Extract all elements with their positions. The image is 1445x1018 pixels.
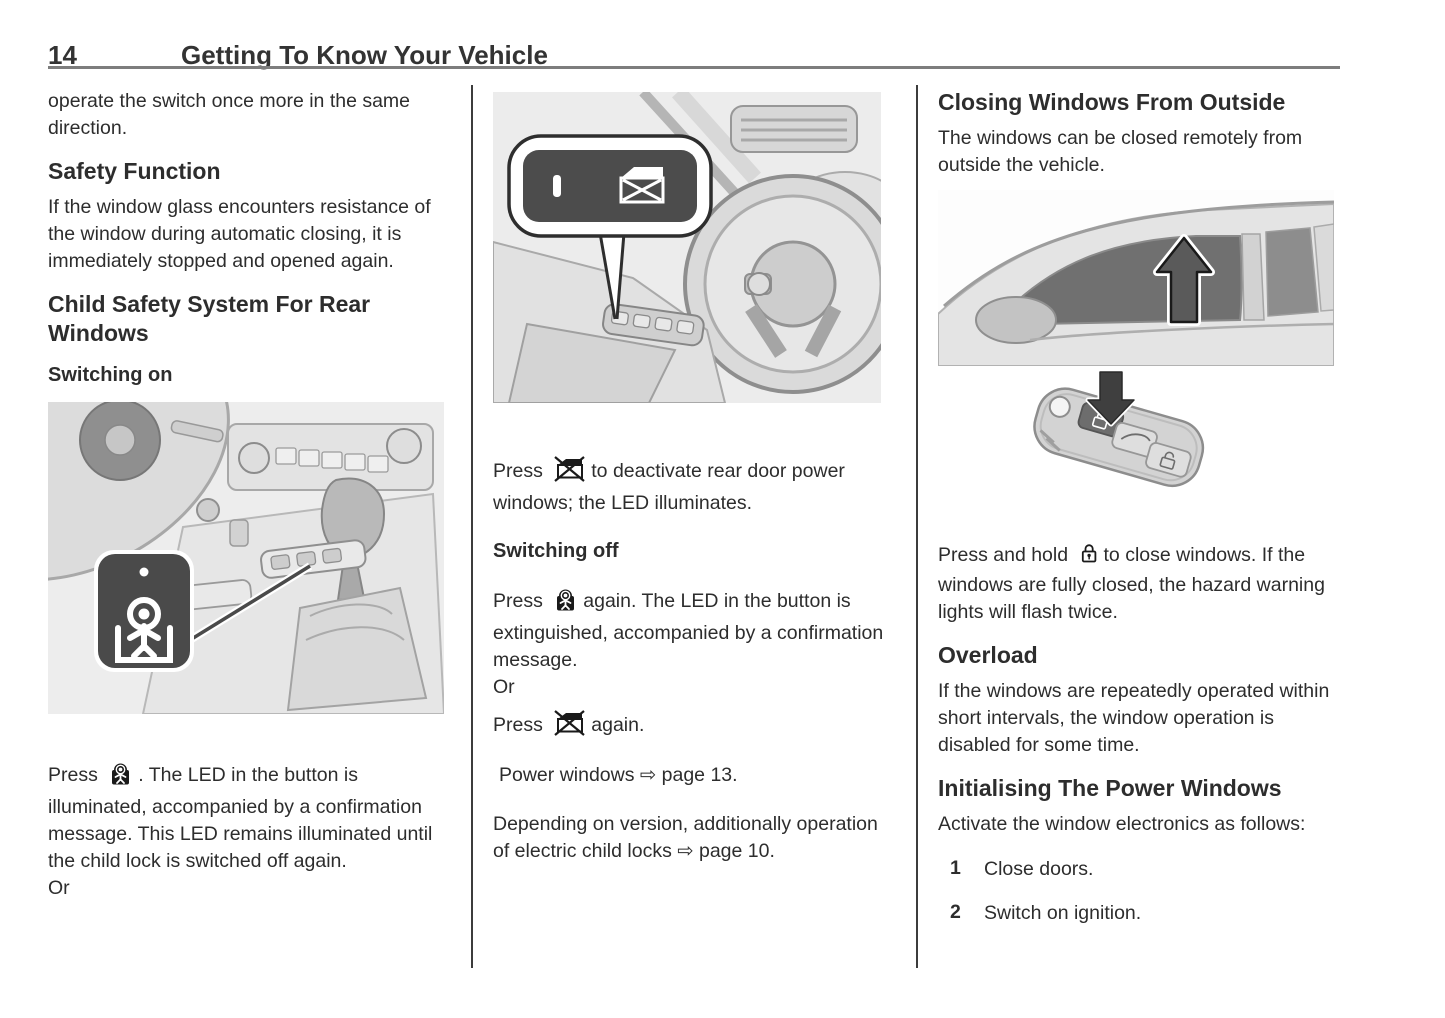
press-again-paragraph: Press again. The LED in the button is ex… [493,586,889,674]
closing-windows-heading: Closing Windows From Outside [938,89,1286,115]
or-line: Or [493,676,515,698]
safety-function-heading: Safety Function [48,158,221,184]
rear-window-glass [1265,227,1319,317]
column-divider-right [916,85,918,968]
initialising-heading: Initialising The Power Windows [938,775,1282,801]
roof-line [943,200,1334,308]
window-closing-figure [938,190,1334,366]
tailgate-icon [1120,433,1151,442]
overload-heading: Overload [938,642,1038,668]
gear-shifter [286,477,428,712]
indicator-stalk [170,420,224,443]
closing-windows-intro: The windows can be closed remotely from … [938,127,1303,176]
lock-icon [1080,542,1098,572]
chapter-title: Getting To Know Your Vehicle [181,40,548,70]
overload-paragraph: If the windows are repeatedly operated w… [938,680,1330,756]
belt-line [1029,322,1334,342]
power-windows-page-ref: Power windows ⇨ page 13. [499,764,738,786]
child-safety-lock-icon [115,597,173,663]
unlock-icon [1159,451,1176,470]
window-off-button [523,150,697,222]
key-ring-hole [1048,395,1071,418]
rear-power-window-off-icon [554,455,585,490]
callout-pointer-line [189,564,311,642]
climate-knob [386,428,422,464]
press-child-lock-paragraph: Press . The LED in the button is illumin… [48,760,444,875]
callout-led-dot [139,567,149,577]
key-fob [1033,387,1205,488]
door-switch-callout-figure [493,92,889,403]
step-number: 2 [950,901,961,923]
window-up-arrow-icon [1153,234,1215,326]
child-safety-heading: Child Safety System For Rear Windows [48,291,371,346]
child-safety-lock-icon [554,586,577,620]
window-off-button-callout [507,134,713,320]
key-fob-illustration [938,366,1334,498]
page-number: 14 [48,40,77,70]
step-text: Switch on ignition. [984,902,1142,924]
child-lock-console-illustration [48,402,444,714]
or-line: Or [48,877,70,899]
door-armrest [507,322,677,403]
init-step-1: 1 Close doors. [938,857,1334,882]
side-mirror [975,296,1057,344]
child-lock-console-figure [48,402,444,714]
down-arrow-icon [1085,369,1137,427]
car-window-illustration [938,190,1334,366]
intro-continuation-paragraph: operate the switch once more in the same… [48,90,411,139]
switching-on-label: Switching on [48,364,173,386]
child-safety-lock-icon [109,760,132,794]
key-fob-unlock-button [1145,442,1192,478]
b-pillar [1241,233,1265,321]
press-hold-paragraph: Press and hold to close windows. If the … [938,542,1325,623]
key-fob-figure [938,366,1334,498]
middle-column: Press to deactivate rear door power wind… [493,88,889,865]
steering-wheel [683,174,881,394]
step-text: Close doors. [984,858,1094,880]
child-lock-callout [94,550,194,672]
safety-function-paragraph: If the window glass encounters resistanc… [48,196,431,272]
radio-knob [238,442,270,474]
center-stack-buttons [275,447,389,473]
rear-power-window-off-icon [554,709,585,744]
init-step-2: 2 Switch on ignition. [938,901,1334,926]
switching-off-label: Switching off [493,540,619,562]
left-column: operate the switch once more in the same… [48,88,444,902]
button-led-bar [553,175,561,197]
door-switch-illustration [493,92,881,403]
deactivate-paragraph: Press to deactivate rear door power wind… [493,455,889,517]
step-number: 1 [950,857,961,879]
version-note-paragraph: Depending on version, additionally opera… [493,813,878,862]
column-divider-left [471,85,473,968]
initialising-paragraph: Activate the window electronics as follo… [938,813,1306,835]
console-switches [270,547,343,570]
right-column: Closing Windows From Outside The windows… [938,88,1334,926]
window-switch-bank [602,303,705,347]
rear-power-window-off-icon [619,167,665,204]
press-window-again-paragraph: Press again. [493,709,889,744]
header-rule [48,66,1340,69]
